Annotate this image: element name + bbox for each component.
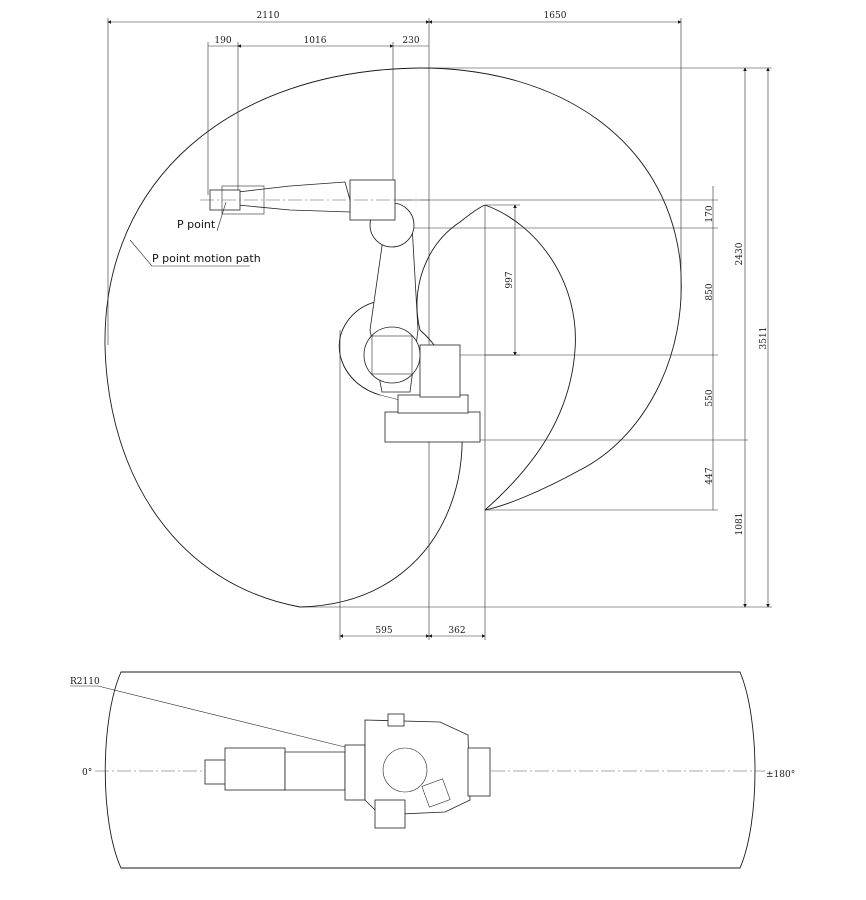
dim-362: 362 bbox=[448, 626, 465, 636]
dim-2430: 2430 bbox=[735, 242, 745, 265]
motion-path-upper-inner bbox=[416, 204, 486, 331]
motion-path-envelope bbox=[104, 67, 682, 608]
robot-turntable bbox=[397, 394, 469, 414]
robot-top-upper-arm bbox=[284, 751, 346, 791]
robot-top bbox=[204, 713, 491, 829]
robot-motor-j1 bbox=[419, 344, 461, 398]
angle-180-label: ±180° bbox=[766, 770, 795, 780]
robot-joint-j2 bbox=[363, 326, 421, 384]
motion-path-base-circle bbox=[338, 299, 391, 396]
dim-850: 850 bbox=[705, 283, 715, 300]
dim-1016: 1016 bbox=[304, 36, 327, 46]
dim-550: 550 bbox=[705, 389, 715, 406]
robot-top-body bbox=[364, 719, 471, 816]
dim-230: 230 bbox=[402, 36, 419, 46]
dim-447: 447 bbox=[705, 467, 715, 484]
dim-170: 170 bbox=[705, 205, 715, 222]
robot-top-j2-motor bbox=[421, 778, 451, 808]
dim-3511: 3511 bbox=[759, 327, 769, 350]
dim-1650: 1650 bbox=[544, 11, 567, 21]
robot-base bbox=[384, 411, 481, 443]
radius-label: R2110 bbox=[70, 677, 100, 687]
robot-top-lifting-eye bbox=[387, 713, 405, 727]
robot-side bbox=[200, 179, 481, 443]
dim-997: 997 bbox=[505, 271, 515, 288]
p-point-label: P point bbox=[177, 218, 216, 231]
top-view: R2110 0° ±180° bbox=[70, 671, 795, 869]
p-point-leader bbox=[216, 201, 227, 232]
robot-top-turntable bbox=[382, 747, 428, 793]
dim-595: 595 bbox=[375, 626, 392, 636]
side-view: 2110 1650 190 1016 230 170 850 550 447 1… bbox=[104, 11, 772, 640]
dim-2110: 2110 bbox=[257, 11, 280, 21]
angle-0-label: 0° bbox=[82, 768, 92, 778]
motion-path-inner-arc bbox=[484, 204, 576, 511]
robot-top-wrist bbox=[224, 747, 286, 791]
radius-leader bbox=[97, 685, 366, 753]
dim-1081: 1081 bbox=[735, 513, 745, 536]
robot-joint-j2-housing bbox=[371, 335, 413, 375]
dim-190: 190 bbox=[214, 36, 231, 46]
p-path-label: P point motion path bbox=[152, 252, 261, 265]
robot-upper-arm bbox=[237, 181, 351, 213]
robot-top-motor bbox=[467, 747, 491, 797]
robot-top-flange bbox=[204, 759, 228, 785]
robot-top-elbow bbox=[344, 744, 366, 801]
p-path-leader bbox=[129, 239, 153, 267]
top-view-envelope bbox=[104, 671, 756, 869]
robot-top-base-motor bbox=[374, 799, 406, 829]
